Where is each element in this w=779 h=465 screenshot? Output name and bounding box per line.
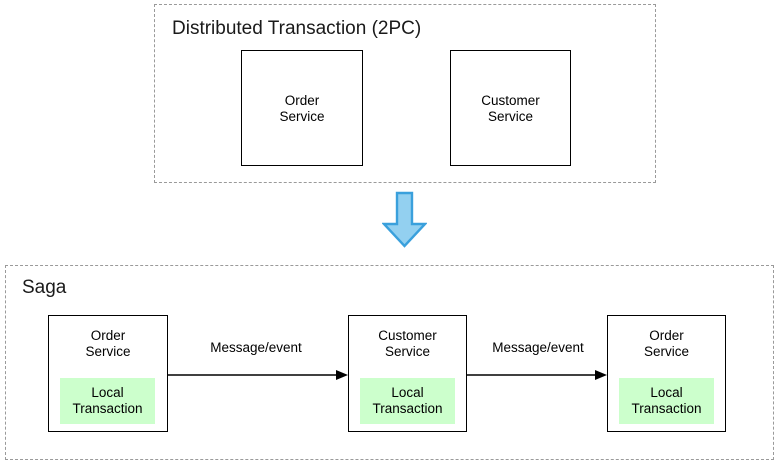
service-label: Order Service xyxy=(643,328,689,359)
local-transaction-badge: Local Transaction xyxy=(360,378,455,424)
saga-title: Saga xyxy=(22,277,67,298)
saga-container xyxy=(5,265,774,460)
service-box-customer-service-2pc[interactable]: Customer Service xyxy=(450,50,571,166)
service-box-order-service-2pc[interactable]: Order Service xyxy=(241,50,363,166)
service-label: Order Service xyxy=(279,93,325,124)
service-label: Customer Service xyxy=(378,328,437,359)
flow-arrow-icon-1 xyxy=(168,366,350,384)
saga-service-box-order-service-1[interactable]: Order Service Local Transaction xyxy=(48,315,168,432)
local-transaction-badge: Local Transaction xyxy=(619,378,714,424)
service-label: Customer Service xyxy=(481,93,540,124)
edge-label-message-event-2: Message/event xyxy=(492,340,584,355)
service-label: Order Service xyxy=(85,328,131,359)
saga-service-box-order-service-2[interactable]: Order Service Local Transaction xyxy=(607,315,726,432)
distributed-transaction-container xyxy=(154,4,656,183)
down-arrow-icon xyxy=(381,191,428,248)
flow-arrow-icon-2 xyxy=(467,366,609,384)
edge-label-message-event-1: Message/event xyxy=(210,340,302,355)
local-transaction-badge: Local Transaction xyxy=(60,378,155,424)
saga-service-box-customer-service[interactable]: Customer Service Local Transaction xyxy=(348,315,467,432)
distributed-transaction-title: Distributed Transaction (2PC) xyxy=(172,18,422,39)
